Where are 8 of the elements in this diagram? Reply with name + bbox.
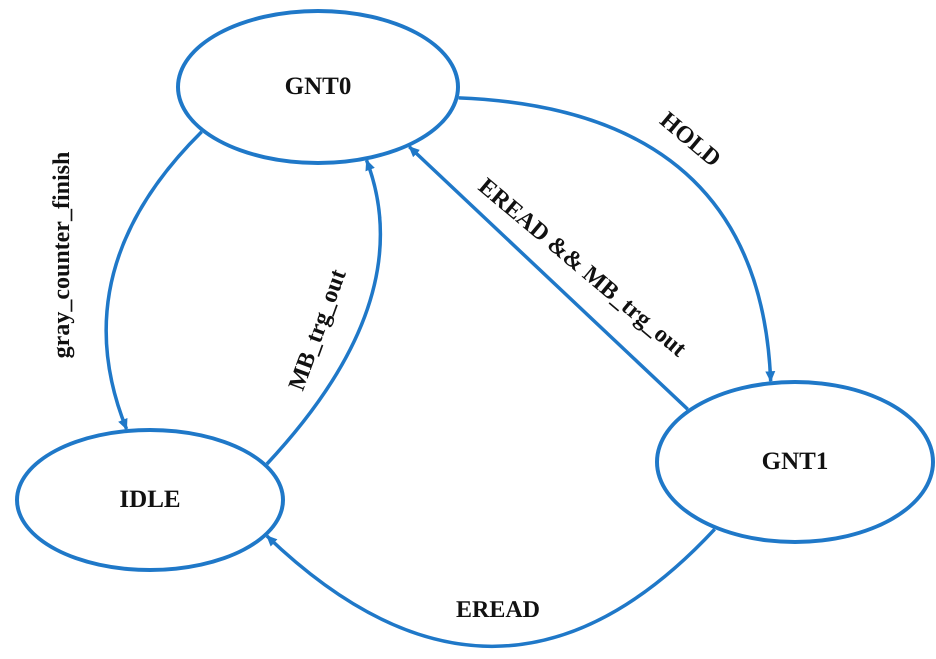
state-name: IDLE [119,486,181,514]
state-name: GNT0 [284,73,352,101]
transition-arrow [266,159,382,466]
transition-arrow [266,528,716,648]
transition-arrow [408,145,689,411]
state-name: GNT1 [762,448,828,476]
transition-arrow [458,96,775,382]
transition-arrow [104,130,203,430]
